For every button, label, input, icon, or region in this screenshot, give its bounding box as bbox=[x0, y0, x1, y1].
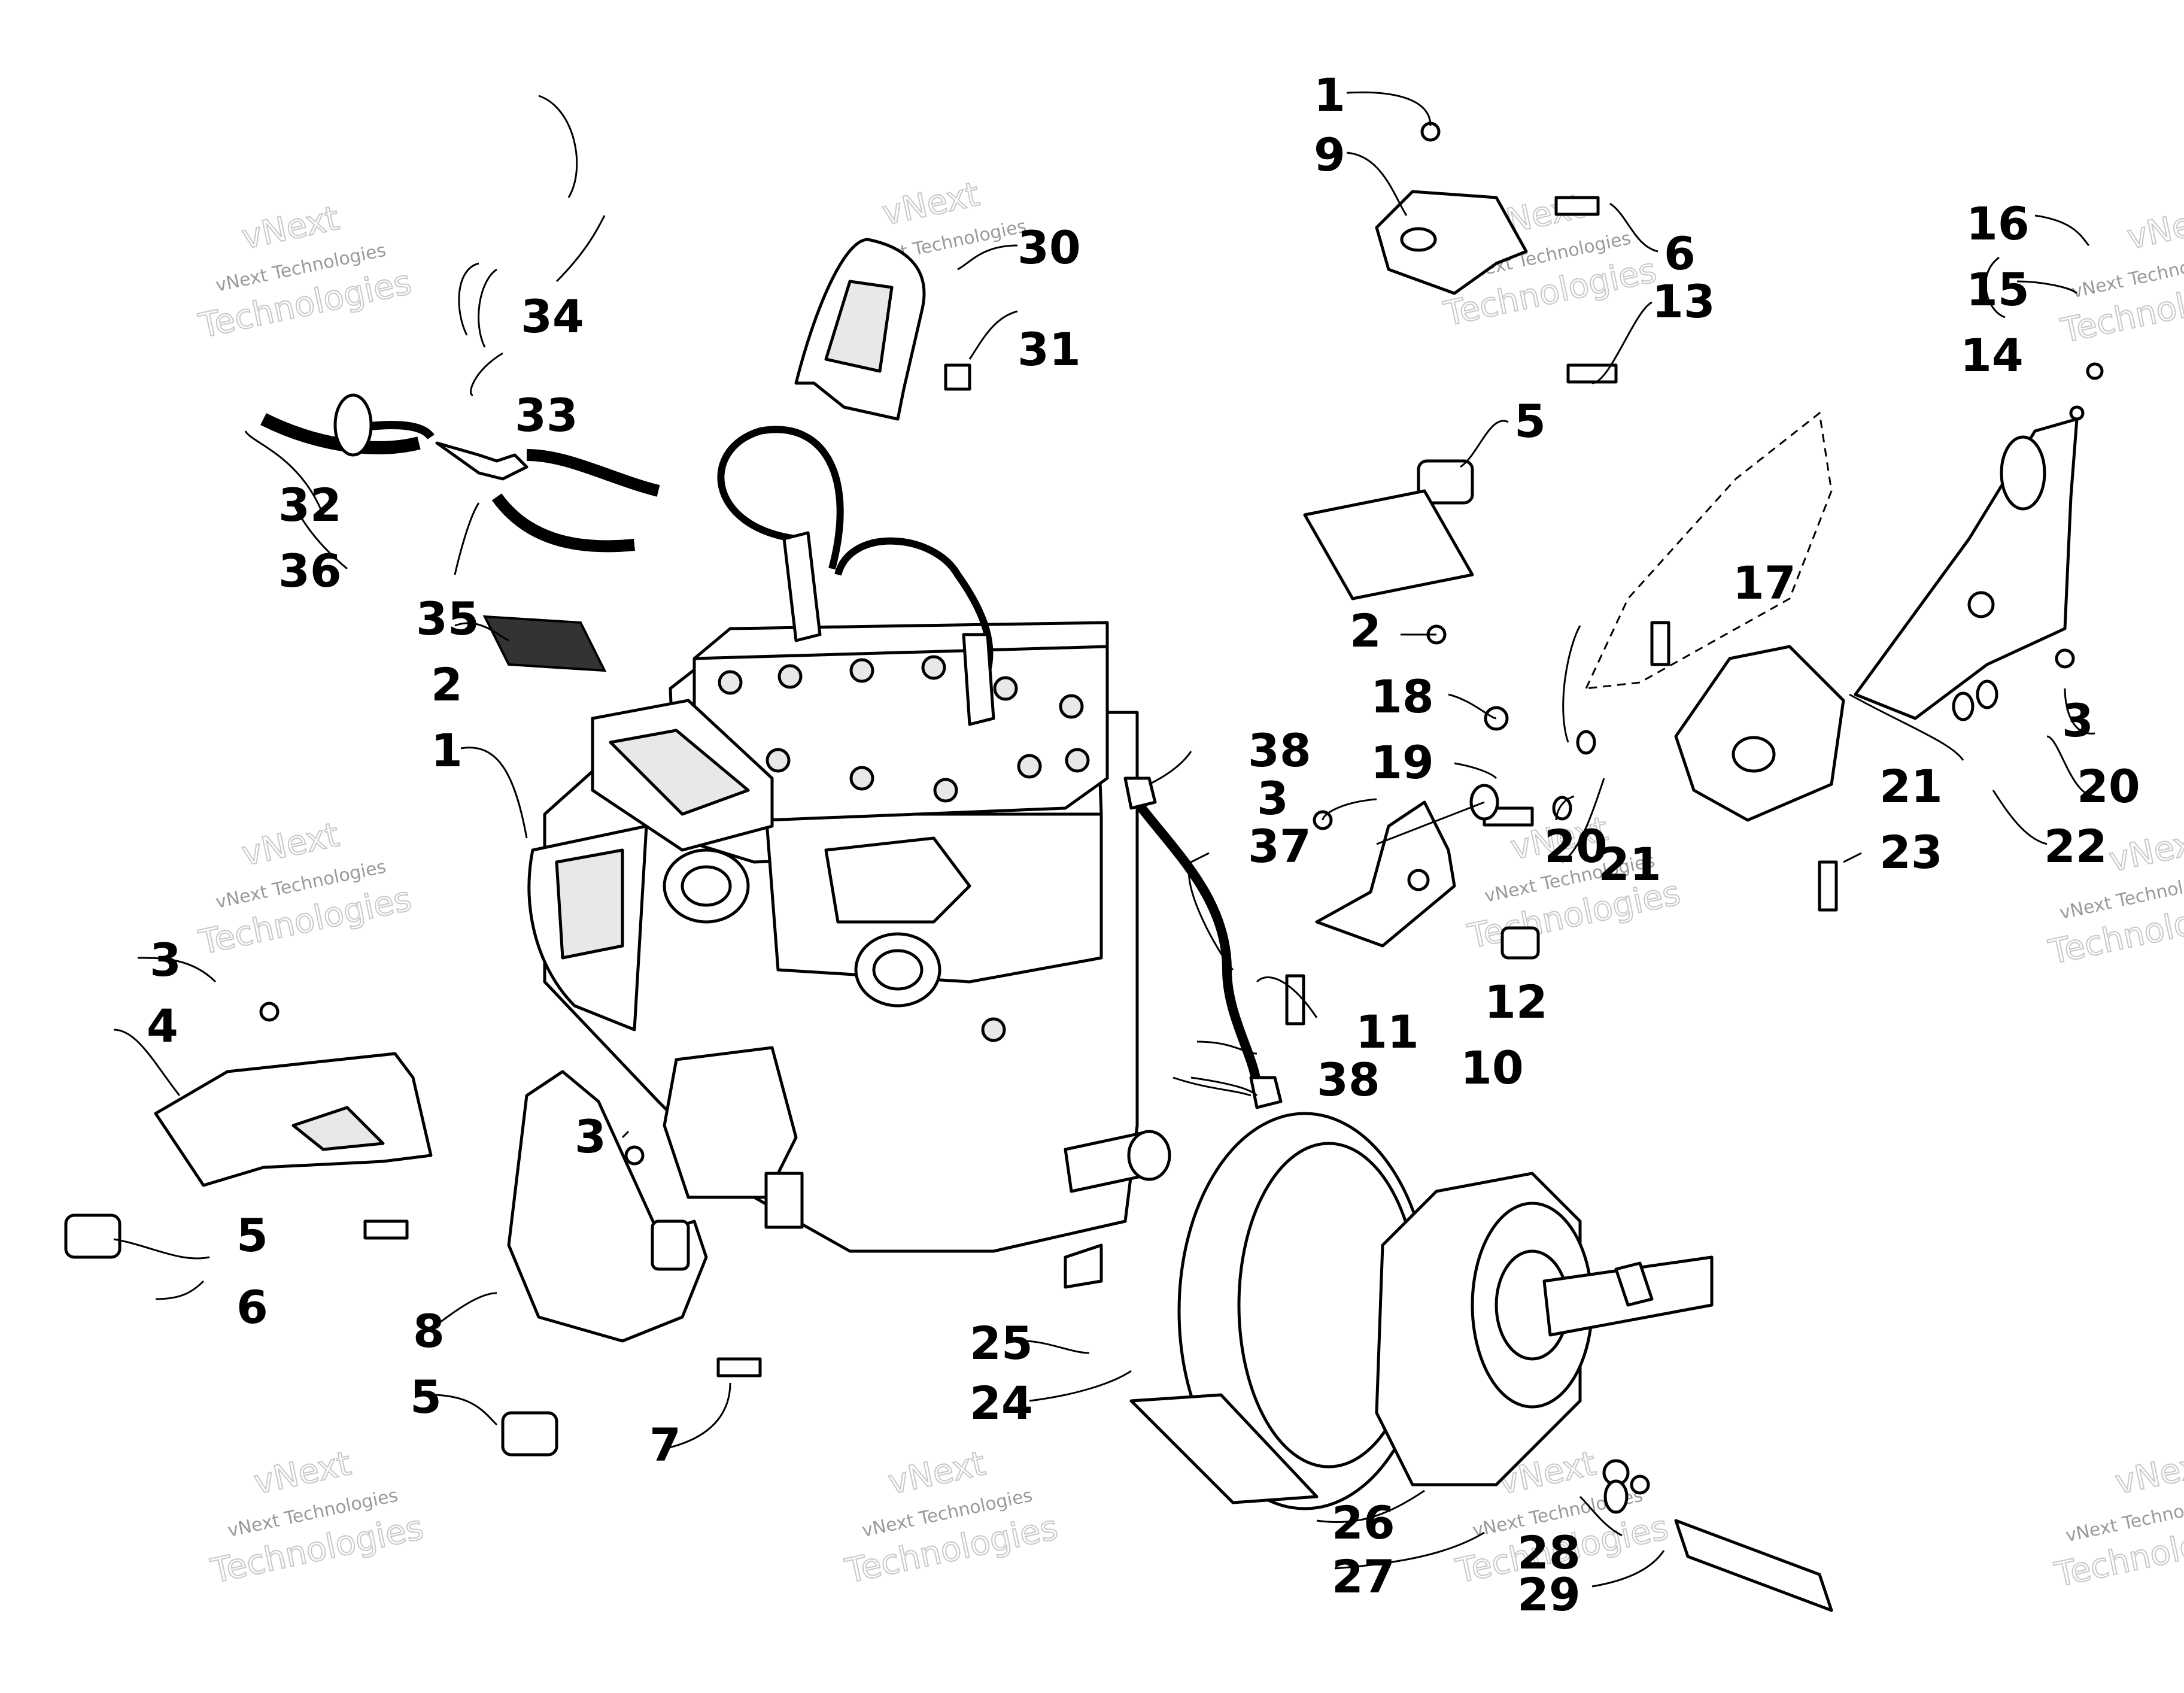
hose-37 bbox=[1133, 799, 1262, 1090]
watermark-vnext: vNext bbox=[2124, 199, 2184, 257]
rear-mount-bracket bbox=[507, 1070, 708, 1343]
callout-label: 19 bbox=[1371, 736, 1434, 789]
callout-label: 25 bbox=[970, 1316, 1033, 1370]
callout-label: 2 bbox=[1350, 604, 1381, 657]
callout-label: 4 bbox=[147, 999, 178, 1052]
watermarks: vNext vNext Technologies Technologies vN… bbox=[195, 174, 2184, 1595]
callout-label: 6 bbox=[236, 1281, 268, 1334]
drive-clutch bbox=[1064, 1112, 1833, 1612]
callout-label: 26 bbox=[1332, 1496, 1395, 1549]
watermark-vnext: vNext bbox=[885, 1444, 989, 1503]
callout-label: 6 bbox=[1664, 227, 1696, 280]
callout-label: 29 bbox=[1517, 1568, 1581, 1621]
callout-label: 13 bbox=[1652, 275, 1715, 328]
callout-label: 24 bbox=[970, 1376, 1033, 1430]
callout-label: 38 bbox=[1317, 1053, 1380, 1106]
callout-label: 37 bbox=[1248, 820, 1311, 873]
hose-clamp bbox=[1123, 776, 1157, 810]
engine-assembly bbox=[527, 426, 1171, 1253]
callout-label: 7 bbox=[649, 1418, 681, 1471]
decal bbox=[482, 615, 607, 672]
callout-label: 17 bbox=[1733, 556, 1796, 609]
mount-plate bbox=[1303, 489, 1474, 600]
front-mount-bracket bbox=[154, 1052, 433, 1187]
callout-label: 20 bbox=[2077, 760, 2140, 813]
callout-label: 9 bbox=[1314, 128, 1345, 181]
callout-label: 35 bbox=[416, 592, 479, 645]
callout-label: 36 bbox=[278, 544, 342, 597]
callout-label: 3 bbox=[150, 933, 181, 987]
callout-label: 21 bbox=[1879, 760, 1943, 813]
callout-label: 21 bbox=[1598, 838, 1661, 891]
callout-label: 34 bbox=[521, 290, 584, 343]
hardware bbox=[259, 122, 2104, 1514]
callout-label: 16 bbox=[1966, 197, 2030, 250]
callout-label: 12 bbox=[1484, 975, 1548, 1028]
side-bracket bbox=[1315, 800, 1456, 948]
rubber-mount bbox=[64, 459, 1474, 1457]
callout-label: 3 bbox=[2062, 694, 2094, 747]
callout-label: 14 bbox=[1960, 329, 2024, 382]
callout-label: 27 bbox=[1332, 1550, 1395, 1603]
callout-label: 15 bbox=[1966, 263, 2030, 316]
callout-label: 23 bbox=[1879, 826, 1943, 879]
callout-label: 33 bbox=[515, 389, 578, 442]
callout-label: 32 bbox=[278, 478, 342, 532]
watermark-vnext: vNext bbox=[879, 175, 983, 233]
callout-label: 31 bbox=[1017, 323, 1081, 376]
callout-label: 1 bbox=[431, 724, 463, 777]
callout-label: 3 bbox=[575, 1110, 606, 1163]
jackshaft-support bbox=[1674, 645, 1845, 822]
callout-label: 1 bbox=[1314, 68, 1345, 122]
callout-label: 11 bbox=[1356, 1005, 1419, 1058]
hose-clamp bbox=[1249, 1076, 1283, 1109]
watermark-vnext: vNext bbox=[238, 815, 342, 874]
callout-label: 22 bbox=[2044, 820, 2107, 873]
callout-label: 2 bbox=[431, 658, 463, 711]
callout-label: 28 bbox=[1517, 1526, 1581, 1579]
watermark-vnext: vNext bbox=[238, 199, 342, 257]
top-mount-bracket bbox=[1375, 190, 1528, 295]
callout-label: 18 bbox=[1371, 670, 1434, 723]
callout-label: 5 bbox=[1514, 395, 1546, 448]
callout-label: 5 bbox=[410, 1370, 442, 1424]
leader-lines bbox=[113, 91, 2095, 1588]
callout-label: 10 bbox=[1460, 1041, 1524, 1094]
watermark-vnext: vNext bbox=[250, 1444, 354, 1503]
callout-label: 38 bbox=[1248, 724, 1311, 777]
chassis-outline bbox=[1584, 411, 1833, 690]
callout-label: 5 bbox=[236, 1209, 268, 1262]
callout-label: 8 bbox=[413, 1304, 445, 1358]
callout-label: 20 bbox=[1544, 820, 1608, 873]
plug-holder bbox=[794, 238, 971, 421]
callout-label: 30 bbox=[1017, 221, 1081, 274]
hoses bbox=[260, 393, 660, 553]
callout-label: 3 bbox=[1257, 772, 1289, 825]
watermark-vnext: vNext bbox=[2106, 821, 2184, 880]
callout-labels: 1 9 6 13 5 2 18 19 17 3 21 20 16 15 14 3… bbox=[147, 68, 2140, 1621]
watermark-vnext: vNext bbox=[2112, 1444, 2184, 1503]
